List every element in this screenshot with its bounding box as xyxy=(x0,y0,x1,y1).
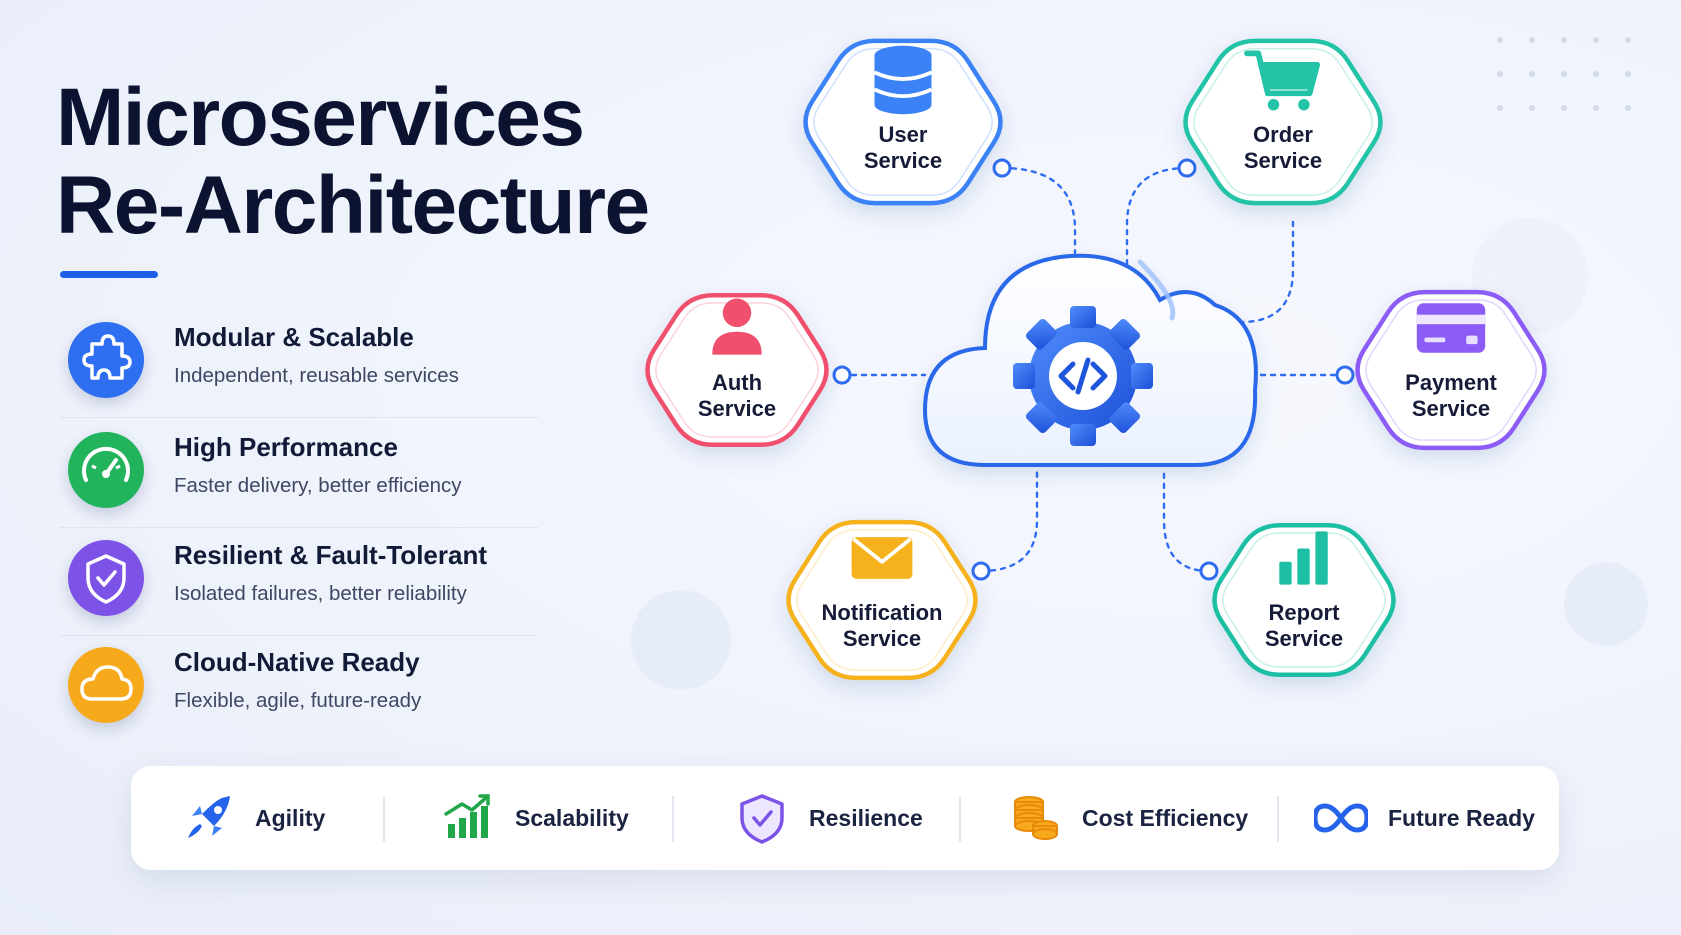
benefit-item: Agility xyxy=(181,766,325,870)
feature-title: Resilient & Fault-Tolerant xyxy=(174,540,487,570)
service-label-line1: Notification xyxy=(822,600,943,625)
growth-chart-icon xyxy=(444,794,490,838)
speedometer-icon xyxy=(68,432,144,508)
connector-report xyxy=(1162,466,1211,573)
hexagon-shape xyxy=(803,38,1003,206)
service-label-line2: Service xyxy=(843,626,921,651)
shield-icon xyxy=(740,794,784,844)
benefit-label: Future Ready xyxy=(1388,804,1535,831)
cloud-icon xyxy=(68,647,144,723)
benefit-item: Resilience xyxy=(735,766,923,870)
feature-divider xyxy=(60,635,538,636)
benefit-separator xyxy=(383,796,385,842)
benefit-label: Agility xyxy=(255,804,326,831)
feature-divider xyxy=(60,527,538,528)
feature-title: Modular & Scalable xyxy=(174,322,414,352)
feature-item: Resilient & Fault-Tolerant Isolated fail… xyxy=(60,522,540,630)
service-label-line1: Report xyxy=(1269,600,1341,625)
database-icon xyxy=(873,45,933,115)
feature-title: High Performance xyxy=(174,432,398,462)
benefits-bar: Agility Scalability Resilience Cost Effi… xyxy=(131,766,1559,870)
hexagon-shape xyxy=(786,519,978,681)
shield-check-icon xyxy=(68,540,144,616)
service-label-line1: User xyxy=(879,122,928,147)
connectors xyxy=(840,166,1347,573)
connector-order-hub xyxy=(1193,220,1295,324)
code-gear-icon xyxy=(1013,306,1153,446)
envelope-icon xyxy=(851,537,913,579)
hexagon-shape xyxy=(645,292,829,448)
connector-endpoints xyxy=(832,158,1355,581)
connector-notification xyxy=(979,466,1039,573)
hexagon-shape xyxy=(1355,289,1547,451)
page-title: Microservices Re-Architecture xyxy=(56,72,650,251)
infinity-icon xyxy=(1314,803,1368,833)
service-label-line1: Payment xyxy=(1405,370,1497,395)
benefit-label: Cost Efficiency xyxy=(1082,804,1249,831)
bar-chart-icon xyxy=(1279,531,1328,585)
benefit-item: Future Ready xyxy=(1314,766,1535,870)
connector-order xyxy=(1125,166,1189,272)
benefit-separator xyxy=(959,796,961,842)
feature-description: Independent, reusable services xyxy=(174,364,459,387)
connector-user xyxy=(1000,166,1077,262)
feature-description: Faster delivery, better efficiency xyxy=(174,474,462,497)
title-line-2: Re-Architecture xyxy=(56,160,650,251)
credit-card-icon xyxy=(1416,303,1486,353)
service-nodes: UserServiceOrderServiceAuthServicePaymen… xyxy=(645,38,1547,681)
benefit-label: Scalability xyxy=(515,804,629,831)
feature-item: High Performance Faster delivery, better… xyxy=(60,414,540,522)
benefit-label: Resilience xyxy=(809,804,923,831)
hexagon-shape xyxy=(1183,38,1383,206)
cart-icon xyxy=(1244,50,1321,111)
benefit-item: Scalability xyxy=(441,766,629,870)
feature-divider xyxy=(60,417,538,418)
hexagon-shape xyxy=(1212,522,1396,678)
feature-item: Modular & Scalable Independent, reusable… xyxy=(60,304,540,412)
service-label-line2: Service xyxy=(864,148,942,173)
service-label-line2: Service xyxy=(1265,626,1343,651)
benefit-separator xyxy=(672,796,674,842)
service-label-line2: Service xyxy=(1244,148,1322,173)
title-line-1: Microservices xyxy=(56,72,585,163)
coins-icon xyxy=(1014,796,1058,840)
feature-description: Flexible, agile, future-ready xyxy=(174,689,422,712)
feature-item: Cloud-Native Ready Flexible, agile, futu… xyxy=(60,629,540,737)
rocket-icon xyxy=(188,796,230,838)
puzzle-icon xyxy=(68,322,144,398)
service-label-line1: Order xyxy=(1253,122,1313,147)
title-underline xyxy=(60,271,158,278)
feature-title: Cloud-Native Ready xyxy=(174,647,420,677)
benefit-item: Cost Efficiency xyxy=(1008,766,1248,870)
service-label-line1: Auth xyxy=(712,370,762,395)
feature-description: Isolated failures, better reliability xyxy=(174,582,467,605)
person-icon xyxy=(712,298,762,355)
service-label-line2: Service xyxy=(698,396,776,421)
benefit-separator xyxy=(1277,796,1279,842)
service-label-line2: Service xyxy=(1412,396,1490,421)
